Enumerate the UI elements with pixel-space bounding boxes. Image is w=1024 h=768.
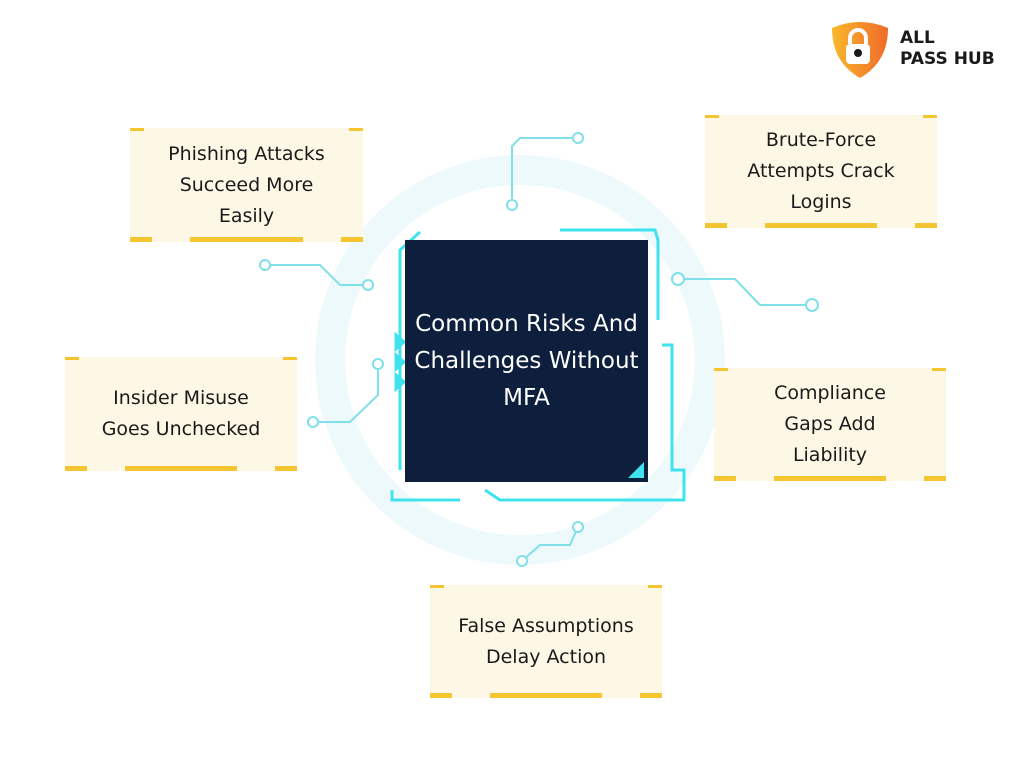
card-false-assumptions: False Assumptions Delay Action (430, 585, 662, 698)
card-text: Compliance Gaps Add Liability (774, 382, 886, 466)
logo-line1: ALL (900, 28, 935, 48)
center-title: Common Risks And Challenges Without MFA (414, 310, 639, 411)
card-text: Phishing Attacks Succeed More Easily (168, 142, 325, 227)
connector-bruteforce (678, 278, 812, 306)
shield-lock-icon (832, 22, 888, 78)
logo: ALL PASS HUB (828, 18, 995, 80)
card-phishing: Phishing Attacks Succeed More Easily (130, 128, 363, 242)
card-text: Insider Misuse Goes Unchecked (101, 387, 261, 440)
center-title-box: Common Risks And Challenges Without MFA (405, 240, 648, 482)
card-brute-force: Brute-Force Attempts Crack Logins (705, 115, 937, 228)
connector-top (511, 137, 578, 205)
connector-insider (313, 364, 379, 423)
logo-line2: PASS HUB (900, 49, 995, 69)
globe-background (315, 155, 725, 565)
card-text: False Assumptions Delay Action (458, 614, 634, 668)
card-compliance: Compliance Gaps Add Liability (714, 368, 946, 481)
center-frame (390, 228, 686, 502)
corner-fold-icon (628, 462, 644, 478)
connector-false-assumptions (521, 526, 579, 562)
connector-phishing (265, 264, 368, 286)
card-insider-misuse: Insider Misuse Goes Unchecked (65, 357, 297, 471)
card-text: Brute-Force Attempts Crack Logins (747, 129, 895, 213)
